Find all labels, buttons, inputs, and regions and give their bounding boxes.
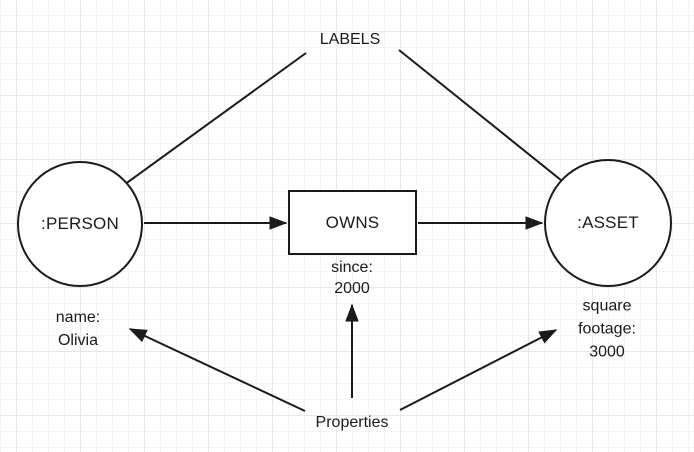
owns-since-line-2: 2000 [334,280,370,297]
owns-since-line-1: since: [331,259,373,276]
node-person-label: :PERSON [41,214,119,233]
asset-square-footage-line-3: 3000 [589,343,625,361]
person-name-line-2: Olivia [57,332,98,349]
node-asset-label: :ASSET [577,213,639,232]
edge-properties-to-name [130,328,306,412]
properties-annotation: Properties [315,414,389,431]
person-name-note: name: Olivia [56,306,100,352]
edge-properties-to-square-footage [399,329,556,411]
asset-square-footage-note: square footage: 3000 [578,295,636,364]
node-asset: :ASSET [544,159,672,287]
owns-since-note: since: 2000 [331,257,373,299]
node-owns-label: OWNS [325,212,380,232]
node-owns: OWNS [288,190,417,255]
person-name-line-1: name: [55,309,101,326]
labels-annotation: LABELS [319,31,381,48]
edge-labels-to-person [99,52,307,203]
asset-square-footage-line-1: square [582,297,632,315]
asset-square-footage-line-2: footage: [578,320,636,338]
node-person: :PERSON [17,161,143,287]
